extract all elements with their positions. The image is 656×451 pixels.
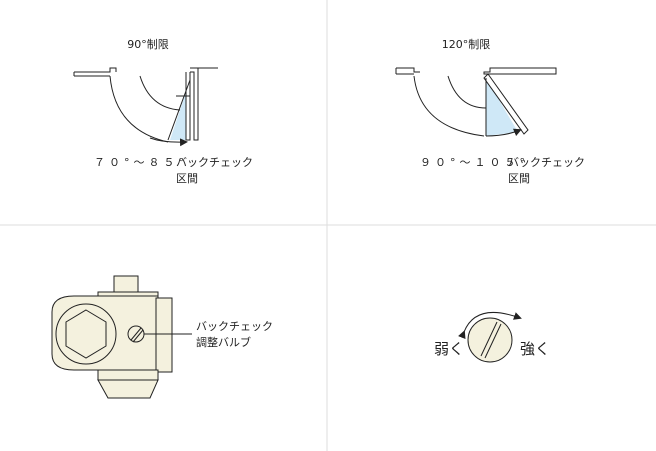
door-120-diagram (395, 67, 557, 137)
backcheck-label-120-line1: バックチェック (508, 156, 585, 169)
closer-body-diagram (51, 275, 192, 399)
title-90-limit: 90°制限 (127, 38, 169, 51)
backcheck-label-90-line1: バックチェック (176, 156, 253, 169)
range-120-limit: ９０°～１０５° (420, 156, 529, 169)
backcheck-label-120-line2: 区間 (508, 172, 530, 185)
dial-strong-label: 強く (520, 340, 551, 358)
adjustment-dial (458, 311, 522, 363)
title-120-limit: 120°制限 (441, 38, 491, 51)
door-90-diagram (73, 67, 218, 147)
valve-label-line2: 調整バルブ (196, 336, 251, 349)
rotation-arrow (458, 311, 522, 340)
valve-label-line1: バックチェック (196, 320, 273, 333)
backcheck-label-90-line2: 区間 (176, 172, 198, 185)
range-90-limit: ７０°～８５° (94, 156, 188, 169)
dial-weak-label: 弱く (434, 340, 465, 358)
